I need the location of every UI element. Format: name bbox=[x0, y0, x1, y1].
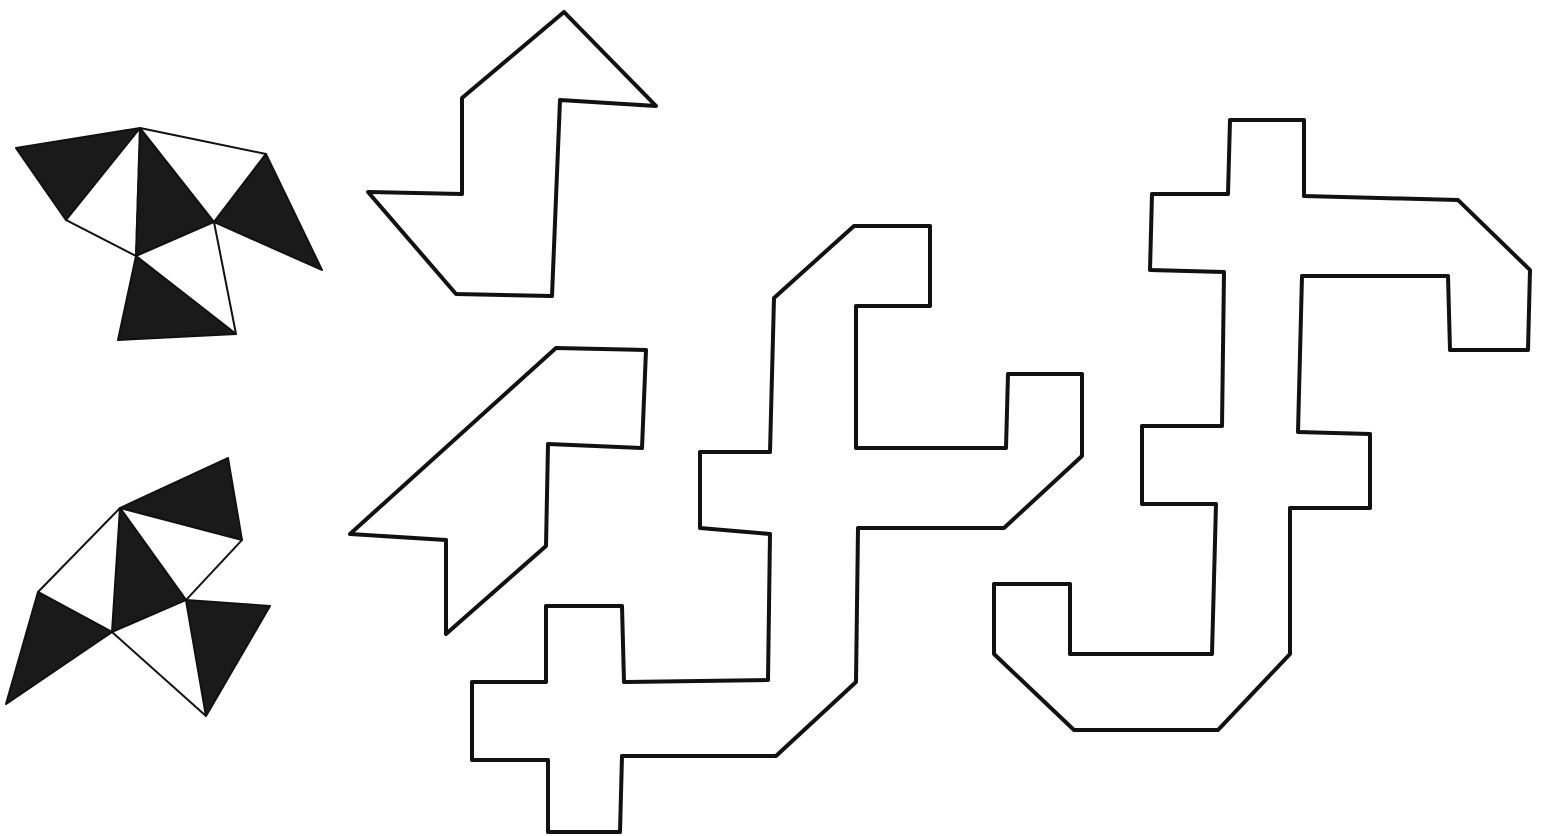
zigzag-arrow-small-outline bbox=[368, 12, 656, 296]
zigzag-arrow-large-outline bbox=[350, 348, 646, 634]
hooked-cross-outline bbox=[994, 120, 1530, 730]
stepped-cross-outline bbox=[472, 226, 1082, 832]
triangle-tiling-bottom bbox=[6, 458, 270, 716]
triangle-tiling-top bbox=[16, 128, 322, 340]
